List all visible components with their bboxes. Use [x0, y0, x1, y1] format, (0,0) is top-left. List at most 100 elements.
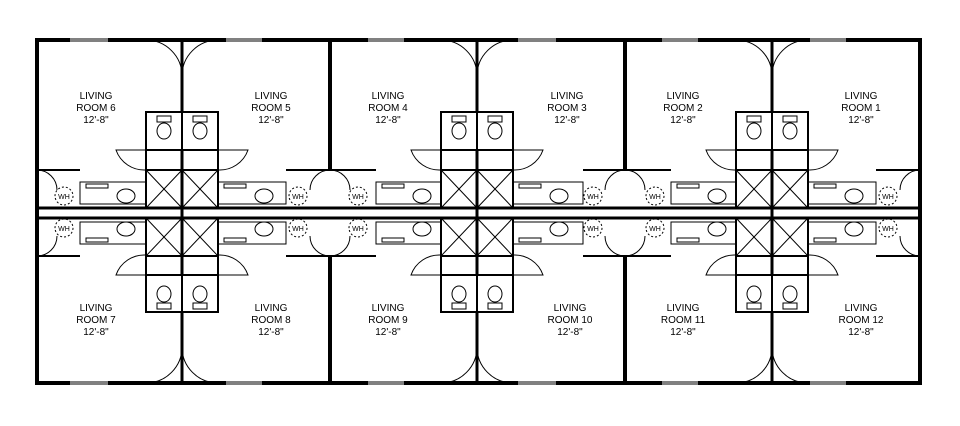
door-swing: [807, 254, 839, 276]
sink-icon: [254, 188, 274, 204]
room-number: ROOM 6: [76, 103, 116, 114]
water-heater-icon: [645, 186, 665, 206]
window: [368, 38, 404, 42]
closet-door-swing: [624, 169, 646, 191]
water-heater-icon: [54, 186, 74, 206]
water-heater-label: WH: [352, 194, 364, 201]
range-icon: [813, 183, 837, 189]
water-heater-label: WH: [587, 226, 599, 233]
door-swing: [181, 39, 219, 77]
closet-door-swing: [624, 235, 646, 257]
range-icon: [518, 237, 542, 243]
closet-cross: [181, 217, 219, 257]
closet-cross: [440, 217, 478, 257]
range-icon: [85, 183, 109, 189]
room-size: 12'-8": [848, 327, 874, 338]
toilet-tank: [451, 302, 467, 310]
counter: [807, 221, 877, 245]
water-heater-icon: [288, 186, 308, 206]
toilet-tank: [746, 115, 762, 123]
toilet-tank: [487, 115, 503, 123]
water-heater-icon: [348, 186, 368, 206]
closet-door-swing: [604, 235, 626, 257]
door-swing: [476, 346, 514, 384]
closet-cross: [771, 217, 809, 257]
range-icon: [813, 237, 837, 243]
toilet-tank: [156, 302, 172, 310]
closet-cross: [145, 217, 183, 257]
sink-icon: [549, 188, 569, 204]
room-size: 12'-8": [83, 115, 109, 126]
water-heater-icon: [583, 218, 603, 238]
door-swing: [735, 346, 773, 384]
toilet-icon: [782, 122, 798, 140]
room-size: 12'-8": [258, 327, 284, 338]
room-name: LIVING: [80, 91, 113, 102]
room-number: ROOM 10: [547, 315, 592, 326]
door-swing: [735, 39, 773, 77]
door-swing: [512, 254, 544, 276]
room-name: LIVING: [845, 303, 878, 314]
water-heater-label: WH: [58, 226, 70, 233]
door-swing: [807, 149, 839, 171]
toilet-icon: [782, 285, 798, 303]
closet-door-swing: [329, 169, 351, 191]
room-name: LIVING: [554, 303, 587, 314]
counter: [670, 181, 737, 205]
water-heater-icon: [645, 218, 665, 238]
water-heater-icon: [878, 186, 898, 206]
room-name: LIVING: [372, 91, 405, 102]
window: [70, 38, 108, 42]
door-swing: [410, 254, 442, 276]
range-icon: [518, 183, 542, 189]
window: [662, 381, 698, 385]
sink-icon: [254, 221, 274, 237]
room-size: 12'-8": [848, 115, 874, 126]
room-number: ROOM 2: [663, 103, 703, 114]
water-heater-icon: [54, 218, 74, 238]
water-heater-label: WH: [292, 226, 304, 233]
door-swing: [410, 149, 442, 171]
closet-cross: [735, 217, 773, 257]
toilet-icon: [451, 285, 467, 303]
room-size: 12'-8": [375, 115, 401, 126]
room-number: ROOM 12: [838, 315, 883, 326]
counter: [79, 221, 147, 245]
room-size: 12'-8": [375, 327, 401, 338]
room-name: LIVING: [80, 303, 113, 314]
toilet-tank: [487, 302, 503, 310]
room-name: LIVING: [667, 303, 700, 314]
range-icon: [85, 237, 109, 243]
door-swing: [115, 149, 147, 171]
counter: [512, 221, 584, 245]
toilet-icon: [156, 122, 172, 140]
toilet-icon: [192, 122, 208, 140]
door-swing: [476, 39, 514, 77]
room-size: 12'-8": [258, 115, 284, 126]
range-icon: [676, 237, 700, 243]
room-number: ROOM 11: [661, 315, 706, 326]
toilet-icon: [746, 285, 762, 303]
closet-cross: [735, 169, 773, 209]
door-swing: [181, 346, 219, 384]
room-size: 12'-8": [554, 115, 580, 126]
sink-icon: [116, 188, 136, 204]
range-icon: [676, 183, 700, 189]
room-size: 12'-8": [83, 327, 109, 338]
water-heater-label: WH: [58, 194, 70, 201]
toilet-icon: [156, 285, 172, 303]
closet-door-swing: [899, 169, 921, 191]
door-swing: [512, 149, 544, 171]
toilet-icon: [487, 122, 503, 140]
